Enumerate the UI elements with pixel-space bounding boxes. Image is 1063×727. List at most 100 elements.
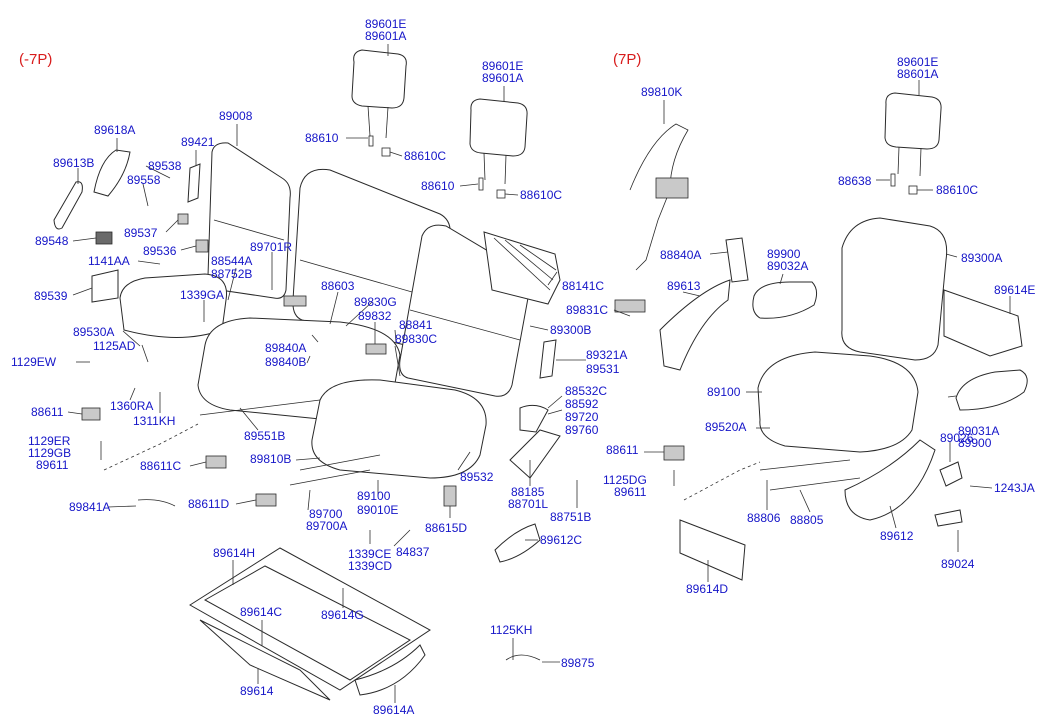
part-callout: 1141AA: [88, 254, 130, 268]
part-callout: 88610: [421, 179, 455, 193]
part-callout: 89010E: [357, 503, 399, 517]
part-callout: 89520A: [705, 420, 747, 434]
part-callout: 89841A: [69, 500, 111, 514]
part-callout: 89840B: [265, 355, 307, 369]
part-callout: 1125DG: [603, 473, 647, 487]
part-callout: 89300B: [550, 323, 592, 337]
part-callout: 89421: [181, 135, 215, 149]
part-callout: 1311KH: [133, 414, 176, 428]
part-callout: 88638: [838, 174, 872, 188]
part-callout: 88615D: [425, 521, 468, 535]
part-callout: 89830C: [395, 332, 438, 346]
part-callout: 88611: [31, 405, 64, 419]
variant-label-left: (-7P): [19, 51, 53, 68]
part-callout: 88805: [790, 513, 824, 527]
part-callout: 89875: [561, 656, 595, 670]
part-callout: 88751B: [550, 510, 592, 524]
part-callout: 89530A: [73, 325, 115, 339]
part-callout: 89548: [35, 234, 69, 248]
part-callout: 89531: [586, 362, 620, 376]
part-callout: 89613B: [53, 156, 95, 170]
part-callout: 1339GA: [180, 288, 225, 302]
part-callout: 89612C: [540, 533, 583, 547]
part-callout: 89536: [143, 244, 177, 258]
part-callout: 89008: [219, 109, 253, 123]
part-callout: 89831C: [566, 303, 609, 317]
part-callout: 1360RA: [110, 399, 154, 413]
part-callout: 89614: [240, 684, 274, 698]
part-callout: 1129ER: [28, 434, 71, 448]
part-callout: 84837: [396, 545, 430, 559]
part-callout: 88840A: [660, 248, 702, 262]
part-callout: 1339CD: [348, 559, 393, 573]
part-callout: 89810K: [641, 85, 683, 99]
part-callout: 89611: [614, 485, 647, 499]
part-callout: 88806: [747, 511, 781, 525]
part-callout: 89558: [127, 173, 161, 187]
part-callout: 89618A: [94, 123, 136, 137]
part-callout: 89614D: [686, 582, 729, 596]
part-callout: 89538: [148, 159, 182, 173]
part-callout: 89701R: [250, 240, 293, 254]
part-callout: 89537: [124, 226, 158, 240]
part-callout: 89532: [460, 470, 494, 484]
part-callout: 88610C: [936, 183, 979, 197]
part-callout: 89024: [941, 557, 975, 571]
part-callout: 88610: [305, 131, 339, 145]
part-callout: 88610C: [404, 149, 447, 163]
part-callout: 89700A: [306, 519, 348, 533]
dashed-guides: [103, 423, 761, 501]
part-callout: 89611: [36, 458, 69, 472]
part-callout: 89810B: [250, 452, 292, 466]
part-callout: 88611C: [140, 459, 182, 473]
part-callout: 89614G: [321, 608, 364, 622]
part-callout: 1125KH: [490, 623, 533, 637]
variant-label-right: (7P): [613, 51, 642, 68]
part-callout: 88544A: [211, 254, 253, 268]
part-callout: 89760: [565, 423, 599, 437]
part-callout: 89830G: [354, 295, 397, 309]
part-callout: 89100: [707, 385, 741, 399]
part-callout: 89720: [565, 410, 599, 424]
part-callout: 88603: [321, 279, 355, 293]
seat-part-drawings: [53, 49, 1028, 701]
part-callout: 89539: [34, 289, 68, 303]
part-callout: 88185: [511, 485, 545, 499]
part-callout: 88611D: [188, 497, 230, 511]
part-callout: 88611: [606, 443, 639, 457]
part-callout: 89300A: [961, 251, 1003, 265]
part-callout: 89321A: [586, 348, 628, 362]
part-callout: 88752B: [211, 267, 253, 281]
part-callout: 1125AD: [93, 339, 136, 353]
part-callout: 1129GB: [28, 446, 72, 460]
part-callout: 89026: [940, 431, 974, 445]
part-callout: 89614E: [994, 283, 1036, 297]
part-callout: 89614H: [213, 546, 256, 560]
part-callout: 88610C: [520, 188, 563, 202]
part-callout: 89614C: [240, 605, 283, 619]
part-callout: 88532C: [565, 384, 608, 398]
part-callout: 89840A: [265, 341, 307, 355]
part-callout: 88701L: [508, 497, 549, 511]
part-callout: 89100: [357, 489, 391, 503]
part-callout: 89551B: [244, 429, 286, 443]
part-callout: 1339CE: [348, 547, 392, 561]
part-callout: 1129EW: [11, 355, 57, 369]
part-callout: 89613: [667, 279, 701, 293]
part-callout: 89832: [358, 309, 392, 323]
part-callout: 89614A: [373, 703, 415, 717]
part-callout: 89612: [880, 529, 914, 543]
part-callout: 89700: [309, 507, 343, 521]
leader-lines: [67, 44, 1011, 703]
part-callout: 88592: [565, 397, 599, 411]
part-callout: 88141C: [562, 279, 605, 293]
part-callout: 88841: [399, 318, 433, 332]
part-callout: 1243JA: [994, 481, 1035, 495]
